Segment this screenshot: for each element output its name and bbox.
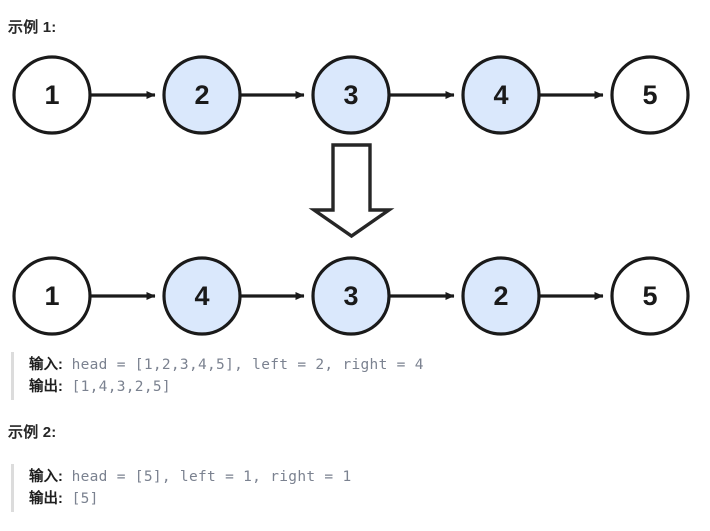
list-node-before-2: 3 xyxy=(311,55,391,135)
list-node-label: 2 xyxy=(493,281,508,311)
list-node-label: 4 xyxy=(194,281,209,311)
example-1-input-line: 输入: head = [1,2,3,4,5], left = 2, right … xyxy=(29,354,424,376)
output-label: 输出: xyxy=(29,379,63,395)
list-node-label: 3 xyxy=(343,80,358,110)
list-node-before-3: 4 xyxy=(461,55,541,135)
list-node-after-4: 5 xyxy=(610,256,690,336)
list-node-label: 1 xyxy=(44,80,59,110)
output-label: 输出: xyxy=(29,491,63,507)
list-node-label: 5 xyxy=(642,281,657,311)
example-2-code-block: 输入: head = [5], left = 1, right = 1 输出: … xyxy=(11,464,352,512)
list-node-after-2: 3 xyxy=(311,256,391,336)
list-node-after-0: 1 xyxy=(12,256,92,336)
list-node-after-3: 2 xyxy=(461,256,541,336)
linked-list-row-before: 1 2 3 4 5 xyxy=(12,55,690,135)
input-label: 输入: xyxy=(29,357,63,373)
list-node-label: 1 xyxy=(44,281,59,311)
input-value: head = [5], left = 1, right = 1 xyxy=(71,469,352,485)
list-node-label: 5 xyxy=(642,80,657,110)
output-value: [5] xyxy=(71,491,99,507)
input-label: 输入: xyxy=(29,469,63,485)
list-node-before-0: 1 xyxy=(12,55,92,135)
linked-list-row-after: 1 4 3 2 5 xyxy=(12,256,690,336)
example-1-heading: 示例 1: xyxy=(8,19,57,36)
list-node-before-1: 2 xyxy=(162,55,242,135)
example-2-output-line: 输出: [5] xyxy=(29,488,352,510)
example-1-output-line: 输出: [1,4,3,2,5] xyxy=(29,376,424,398)
list-node-before-4: 5 xyxy=(610,55,690,135)
output-value: [1,4,3,2,5] xyxy=(71,379,171,395)
list-node-label: 3 xyxy=(343,281,358,311)
list-node-after-1: 4 xyxy=(162,256,242,336)
example-2-heading: 示例 2: xyxy=(8,424,57,441)
linked-list-diagram: 1 2 3 4 5 xyxy=(0,44,710,344)
example-2-input-line: 输入: head = [5], left = 1, right = 1 xyxy=(29,466,352,488)
input-value: head = [1,2,3,4,5], left = 2, right = 4 xyxy=(71,357,424,373)
transform-down-arrow-icon xyxy=(308,143,395,239)
list-node-label: 2 xyxy=(194,80,209,110)
list-node-label: 4 xyxy=(493,80,508,110)
example-1-code-block: 输入: head = [1,2,3,4,5], left = 2, right … xyxy=(11,352,424,400)
